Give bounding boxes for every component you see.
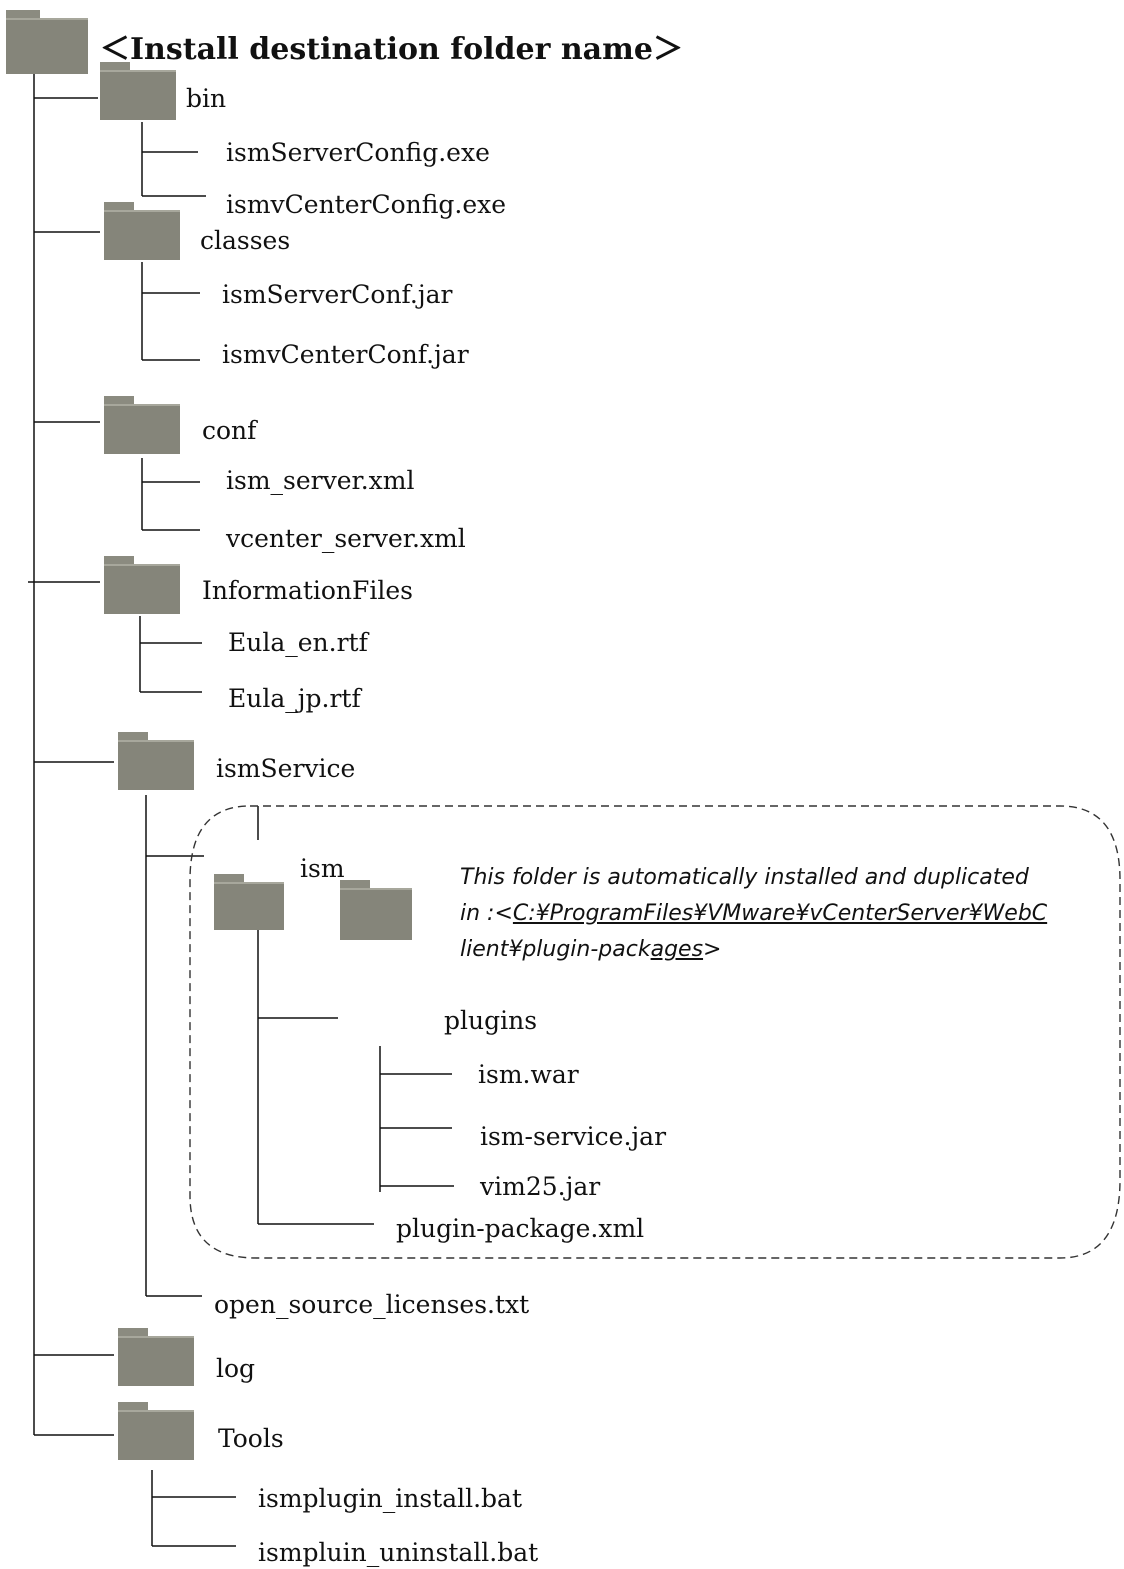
informationfiles-folder-label: InformationFiles bbox=[202, 576, 413, 605]
file-ismvcenterconf-jar: ismvCenterConf.jar bbox=[222, 340, 469, 369]
file-ism-service-jar: ism-service.jar bbox=[480, 1122, 667, 1151]
log-folder-label: log bbox=[216, 1354, 256, 1383]
root-folder-icon bbox=[6, 10, 88, 74]
log-folder-icon bbox=[118, 1328, 194, 1386]
note-line-3-a: lient¥plugin-pack bbox=[460, 937, 651, 962]
note-line-1: This folder is automatically installed a… bbox=[460, 865, 1029, 890]
duplicate-folder-icon bbox=[340, 880, 412, 940]
informationfiles-folder-icon bbox=[104, 556, 180, 614]
ism-folder-label: ism bbox=[300, 854, 345, 883]
conf-folder-icon bbox=[104, 396, 180, 454]
bin-folder-icon bbox=[100, 62, 176, 120]
classes-folder-icon bbox=[104, 202, 180, 260]
file-ismpluin-uninstall-bat: ismpluin_uninstall.bat bbox=[258, 1538, 539, 1567]
file-ismvcenterconfig-exe: ismvCenterConfig.exe bbox=[226, 190, 507, 219]
conf-folder-label: conf bbox=[202, 416, 257, 445]
tools-folder-label: Tools bbox=[218, 1424, 284, 1453]
tools-folder-icon bbox=[118, 1402, 194, 1460]
file-ism-war: ism.war bbox=[478, 1060, 579, 1089]
file-ismserverconf-jar: ismServerConf.jar bbox=[222, 280, 453, 309]
note-line-3-c: > bbox=[703, 937, 722, 962]
bin-folder-label: bin bbox=[186, 84, 227, 113]
ismservice-folder-icon bbox=[118, 732, 194, 790]
note-path: C:¥ProgramFiles¥VMware¥vCenterServer¥Web… bbox=[512, 901, 1048, 926]
dashed-region-border bbox=[189, 805, 1121, 1259]
note-line-2: in :<C:¥ProgramFiles¥VMware¥vCenterServe… bbox=[460, 896, 1080, 932]
file-ism-server-xml: ism_server.xml bbox=[226, 466, 415, 495]
note-line-3: lient¥plugin-packages> bbox=[460, 932, 1080, 968]
file-plugin-package-xml: plugin-package.xml bbox=[396, 1214, 645, 1243]
ism-folder-icon bbox=[214, 874, 284, 930]
file-eula-jp-rtf: Eula_jp.rtf bbox=[228, 684, 361, 713]
file-ismplugin-install-bat: ismplugin_install.bat bbox=[258, 1484, 523, 1513]
ismservice-folder-label: ismService bbox=[216, 754, 356, 783]
file-open-source-licenses-txt: open_source_licenses.txt bbox=[214, 1290, 530, 1319]
file-vcenter-server-xml: vcenter_server.xml bbox=[226, 524, 466, 553]
note-line-2-prefix: in :< bbox=[460, 901, 513, 926]
file-eula-en-rtf: Eula_en.rtf bbox=[228, 628, 368, 657]
note-line-3-b: ages bbox=[650, 937, 704, 962]
root-folder-title: ＜Install destination folder name＞ bbox=[100, 32, 683, 67]
duplicate-folder-note: This folder is automatically installed a… bbox=[460, 860, 1080, 968]
classes-folder-label: classes bbox=[200, 226, 291, 255]
file-ismserverconfig-exe: ismServerConfig.exe bbox=[226, 138, 490, 167]
file-vim25-jar: vim25.jar bbox=[480, 1172, 601, 1201]
plugins-folder-label: plugins bbox=[444, 1006, 538, 1035]
